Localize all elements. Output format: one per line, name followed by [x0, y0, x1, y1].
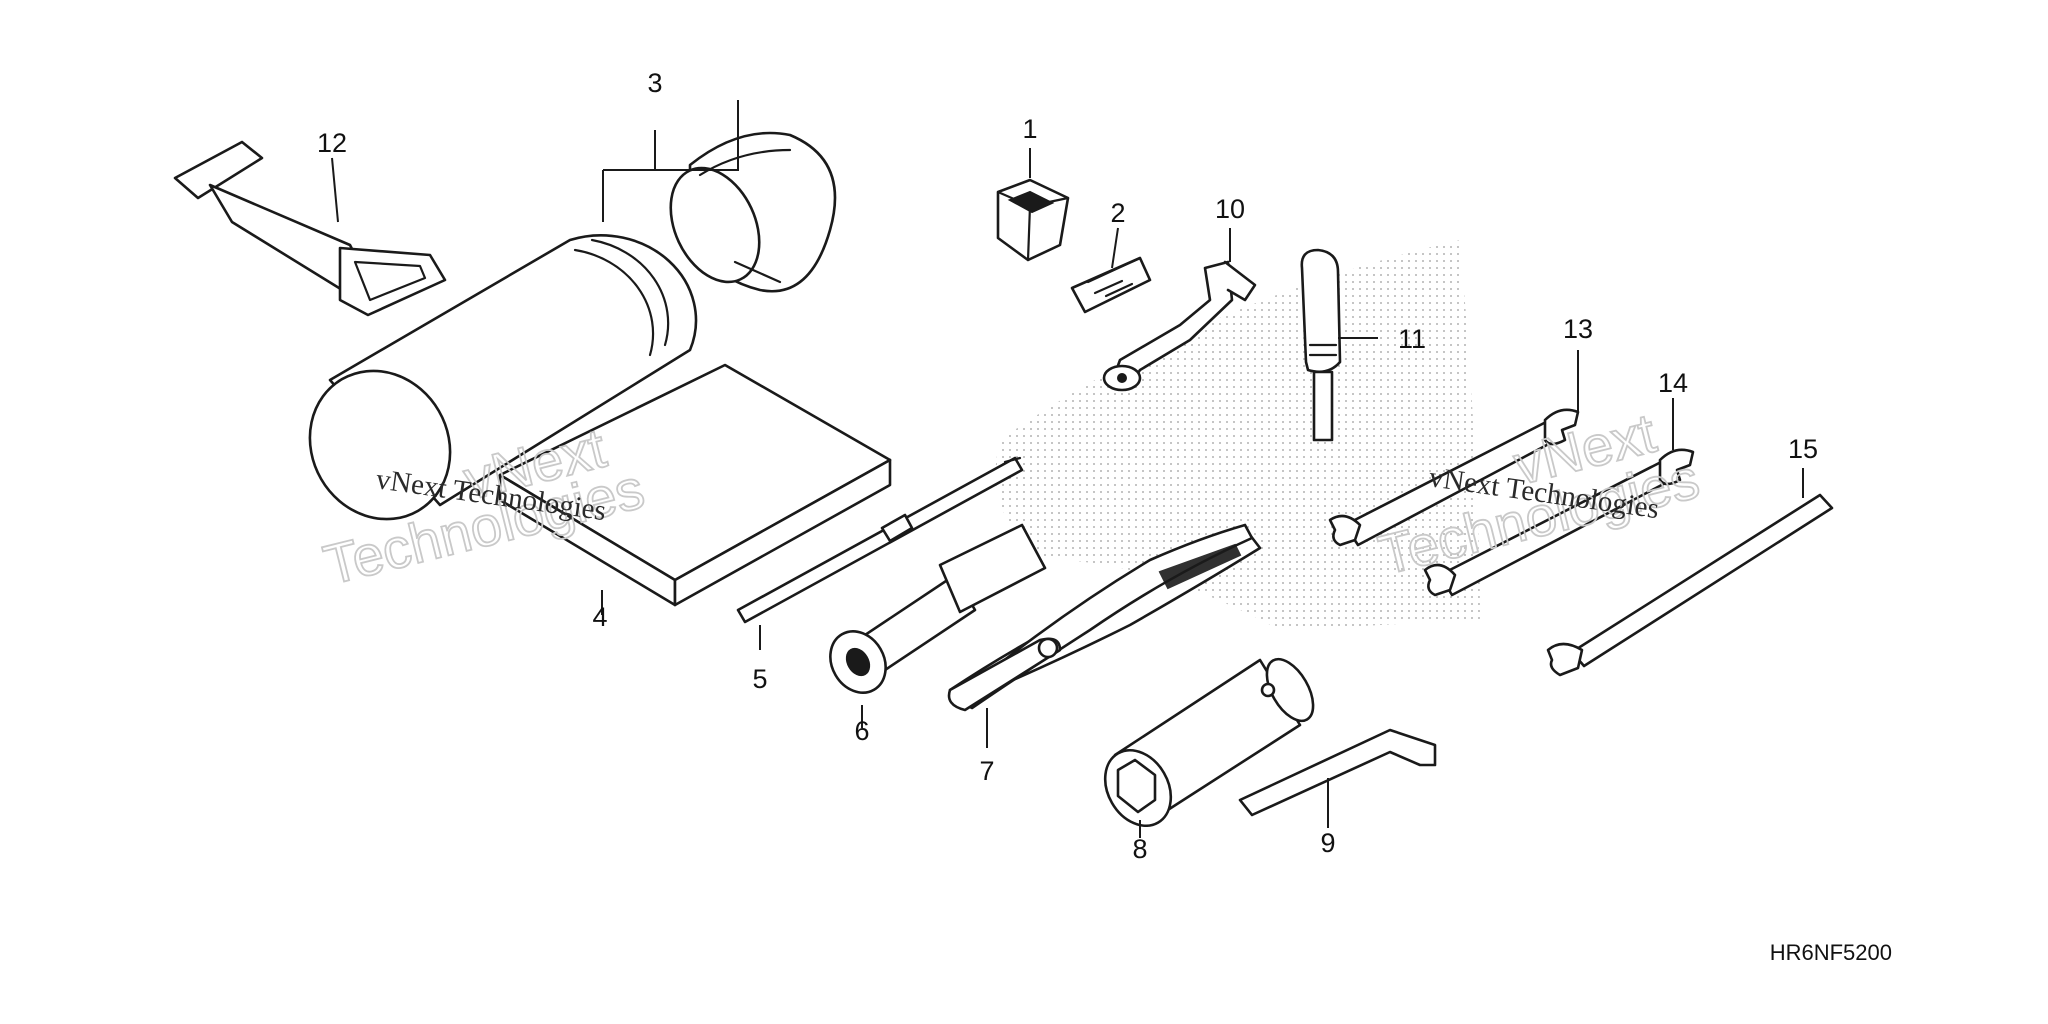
callout-2: 2	[1110, 198, 1125, 228]
diagram-code: HR6NF5200	[1770, 940, 1892, 965]
callout-9: 9	[1320, 828, 1335, 858]
part-tool-tube	[308, 234, 698, 521]
callout-1: 1	[1022, 114, 1037, 144]
callout-10: 10	[1215, 194, 1245, 224]
part-clip	[1070, 256, 1152, 314]
part-fuse	[996, 178, 1070, 262]
callout-14: 14	[1658, 368, 1688, 398]
callouts: 1 2 3 4 5 6 7 8 9 10 11 12 13 14 15	[317, 68, 1818, 864]
part-wrench-14	[1423, 448, 1695, 597]
part-bent-wrench	[1102, 260, 1257, 392]
part-box-socket	[1103, 657, 1315, 828]
part-strap	[173, 140, 447, 317]
callout-15: 15	[1788, 434, 1818, 464]
part-handle	[829, 523, 1047, 694]
leader-lines	[331, 100, 1804, 838]
part-wrench-rod	[1546, 493, 1834, 677]
part-hex-key	[1238, 728, 1437, 817]
callout-7: 7	[979, 756, 994, 786]
callout-4: 4	[592, 602, 607, 632]
part-screwdriver	[1300, 248, 1342, 442]
callout-11: 11	[1398, 324, 1426, 354]
part-screwdriver-blade	[736, 456, 1024, 624]
part-tool-tube-cap	[669, 131, 837, 293]
callout-5: 5	[752, 664, 767, 694]
part-pliers	[947, 523, 1262, 712]
callout-13: 13	[1563, 314, 1593, 344]
part-wrench-13	[1328, 408, 1580, 547]
callout-8: 8	[1132, 834, 1147, 864]
callout-12: 12	[317, 128, 347, 158]
callout-6: 6	[854, 716, 869, 746]
part-manual	[498, 363, 892, 607]
callout-3: 3	[647, 68, 662, 98]
